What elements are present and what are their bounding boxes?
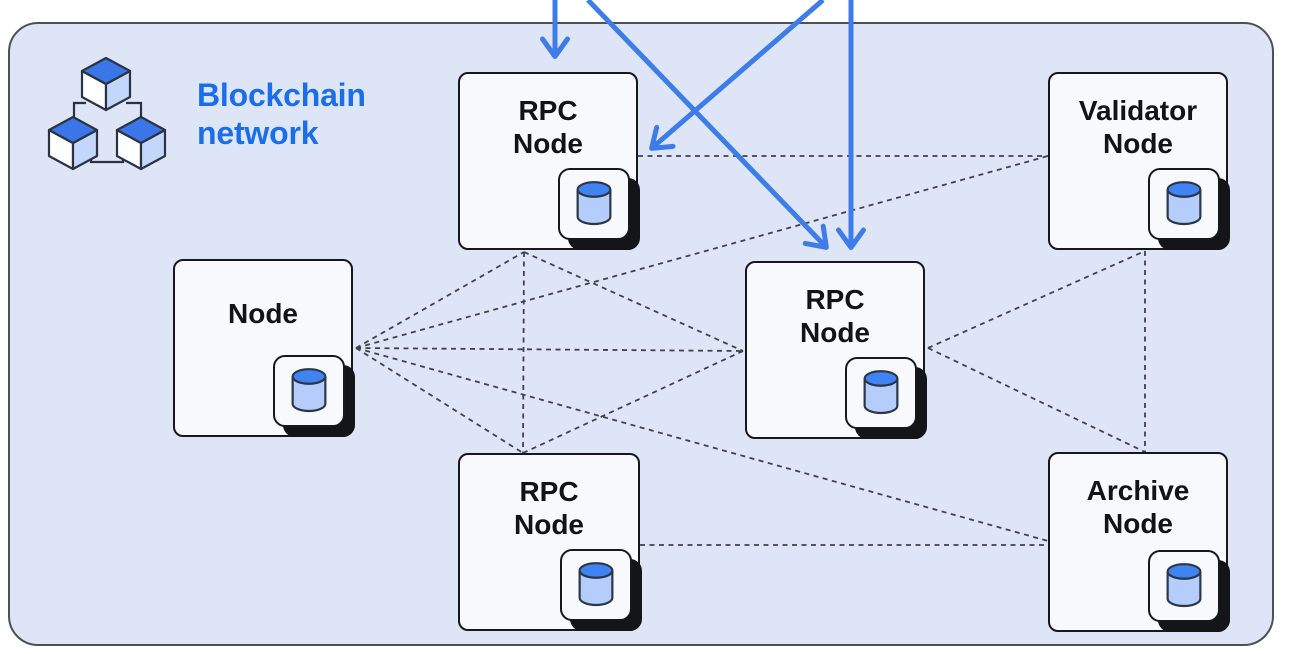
database-cylinder-icon	[558, 168, 630, 240]
node-label: RPC Node	[513, 94, 583, 159]
node-archive: Archive Node	[1048, 452, 1228, 632]
database-cylinder-icon	[560, 549, 632, 621]
database-cylinder-icon	[1148, 168, 1220, 240]
database-cylinder-icon	[273, 355, 345, 427]
node-label: Validator Node	[1078, 94, 1198, 159]
blockchain-cubes-icon	[47, 56, 167, 171]
node-left: Node	[173, 259, 353, 437]
title-line-1: Blockchain	[197, 77, 366, 113]
node-label: RPC Node	[800, 283, 870, 348]
page-title: Blockchain network	[197, 76, 366, 152]
database-cylinder-icon	[845, 357, 917, 429]
node-label: RPC Node	[514, 475, 584, 540]
node-validator: Validator Node	[1048, 72, 1228, 250]
node-label: Node	[228, 298, 298, 329]
node-rpc-center: RPC Node	[745, 261, 925, 439]
database-cylinder-icon	[1148, 550, 1220, 622]
node-rpc-bottom: RPC Node	[458, 453, 640, 631]
node-rpc-top: RPC Node	[458, 72, 638, 250]
title-line-2: network	[197, 115, 319, 151]
node-label: Archive Node	[1086, 474, 1190, 539]
